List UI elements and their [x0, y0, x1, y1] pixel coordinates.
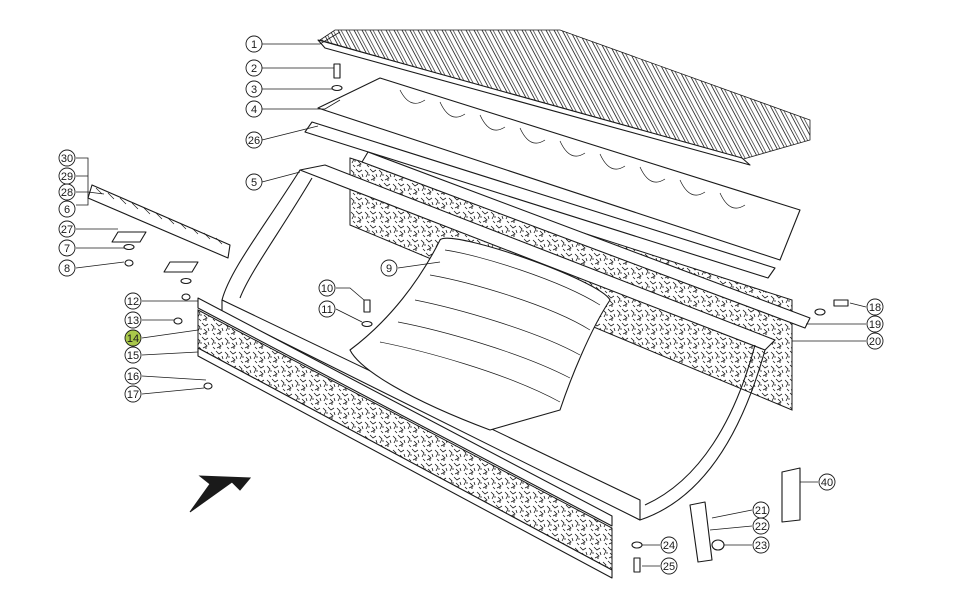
- svg-text:27: 27: [61, 224, 73, 236]
- callout-40: 40: [818, 473, 836, 491]
- callout-12: 12: [124, 292, 142, 310]
- svg-text:18: 18: [869, 302, 881, 314]
- svg-text:13: 13: [127, 315, 139, 327]
- svg-text:2: 2: [251, 63, 257, 75]
- callout-9: 9: [380, 259, 398, 277]
- callout-4: 4: [245, 100, 263, 118]
- angle-strip-part-19: [361, 151, 811, 329]
- svg-text:4: 4: [251, 104, 257, 116]
- callout-7: 7: [58, 239, 76, 257]
- svg-text:16: 16: [127, 371, 139, 383]
- slotted-plate-part-4: [317, 77, 801, 261]
- svg-text:5: 5: [251, 177, 257, 189]
- callout-11: 11: [318, 300, 336, 318]
- svg-text:40: 40: [821, 477, 833, 489]
- svg-text:15: 15: [127, 350, 139, 362]
- callout-28: 28: [58, 183, 76, 201]
- svg-text:22: 22: [755, 521, 767, 533]
- callout-8: 8: [58, 259, 76, 277]
- callout-22: 22: [752, 517, 770, 535]
- svg-text:8: 8: [64, 263, 70, 275]
- callout-16: 16: [124, 367, 142, 385]
- svg-text:11: 11: [321, 304, 332, 316]
- svg-text:20: 20: [869, 336, 881, 348]
- svg-text:17: 17: [127, 389, 139, 401]
- callout-25: 25: [660, 557, 678, 575]
- callout-15: 15: [124, 346, 142, 364]
- callout-30: 30: [58, 149, 76, 167]
- callout-29: 29: [58, 167, 76, 185]
- svg-text:21: 21: [755, 505, 767, 517]
- callout-17: 17: [124, 385, 142, 403]
- svg-text:28: 28: [61, 187, 73, 199]
- callout-2: 2: [245, 59, 263, 77]
- svg-text:9: 9: [386, 263, 392, 275]
- callout-26: 26: [245, 131, 263, 149]
- svg-text:30: 30: [61, 153, 73, 165]
- callout-10: 10: [318, 279, 336, 297]
- svg-text:29: 29: [61, 171, 73, 183]
- callout-6: 6: [58, 200, 76, 218]
- callout-13: 13: [124, 311, 142, 329]
- frame-part-5: [221, 164, 776, 521]
- comb-strip-part-1: [317, 29, 811, 166]
- callout-24: 24: [660, 536, 678, 554]
- callout-27: 27: [58, 220, 76, 238]
- callout-18: 18: [866, 298, 884, 316]
- callout-1: 1: [245, 35, 263, 53]
- grate-part-9: [349, 237, 611, 431]
- callout-20: 20: [866, 332, 884, 350]
- callout-3: 3: [245, 80, 263, 98]
- svg-text:26: 26: [248, 135, 260, 147]
- callout-14-highlighted: 14: [124, 329, 142, 347]
- svg-text:25: 25: [663, 561, 675, 573]
- callout-21: 21: [752, 501, 770, 519]
- hardware-bolts: [123, 63, 849, 573]
- callout-5: 5: [245, 173, 263, 191]
- svg-text:6: 6: [64, 204, 70, 216]
- svg-text:1: 1: [251, 39, 257, 51]
- svg-text:3: 3: [251, 84, 257, 96]
- svg-text:24: 24: [663, 540, 675, 552]
- svg-text:19: 19: [869, 319, 881, 331]
- svg-text:14: 14: [127, 333, 139, 345]
- svg-text:23: 23: [755, 540, 767, 552]
- direction-arrow: [189, 475, 252, 513]
- svg-text:12: 12: [127, 296, 139, 308]
- callout-23: 23: [752, 536, 770, 554]
- lower-strip-part-15: [197, 297, 613, 579]
- callout-19: 19: [866, 315, 884, 333]
- svg-text:10: 10: [321, 283, 333, 295]
- serrated-bar-part-6: [87, 184, 231, 273]
- leader-lines: [75, 31, 867, 567]
- svg-text:7: 7: [64, 243, 70, 255]
